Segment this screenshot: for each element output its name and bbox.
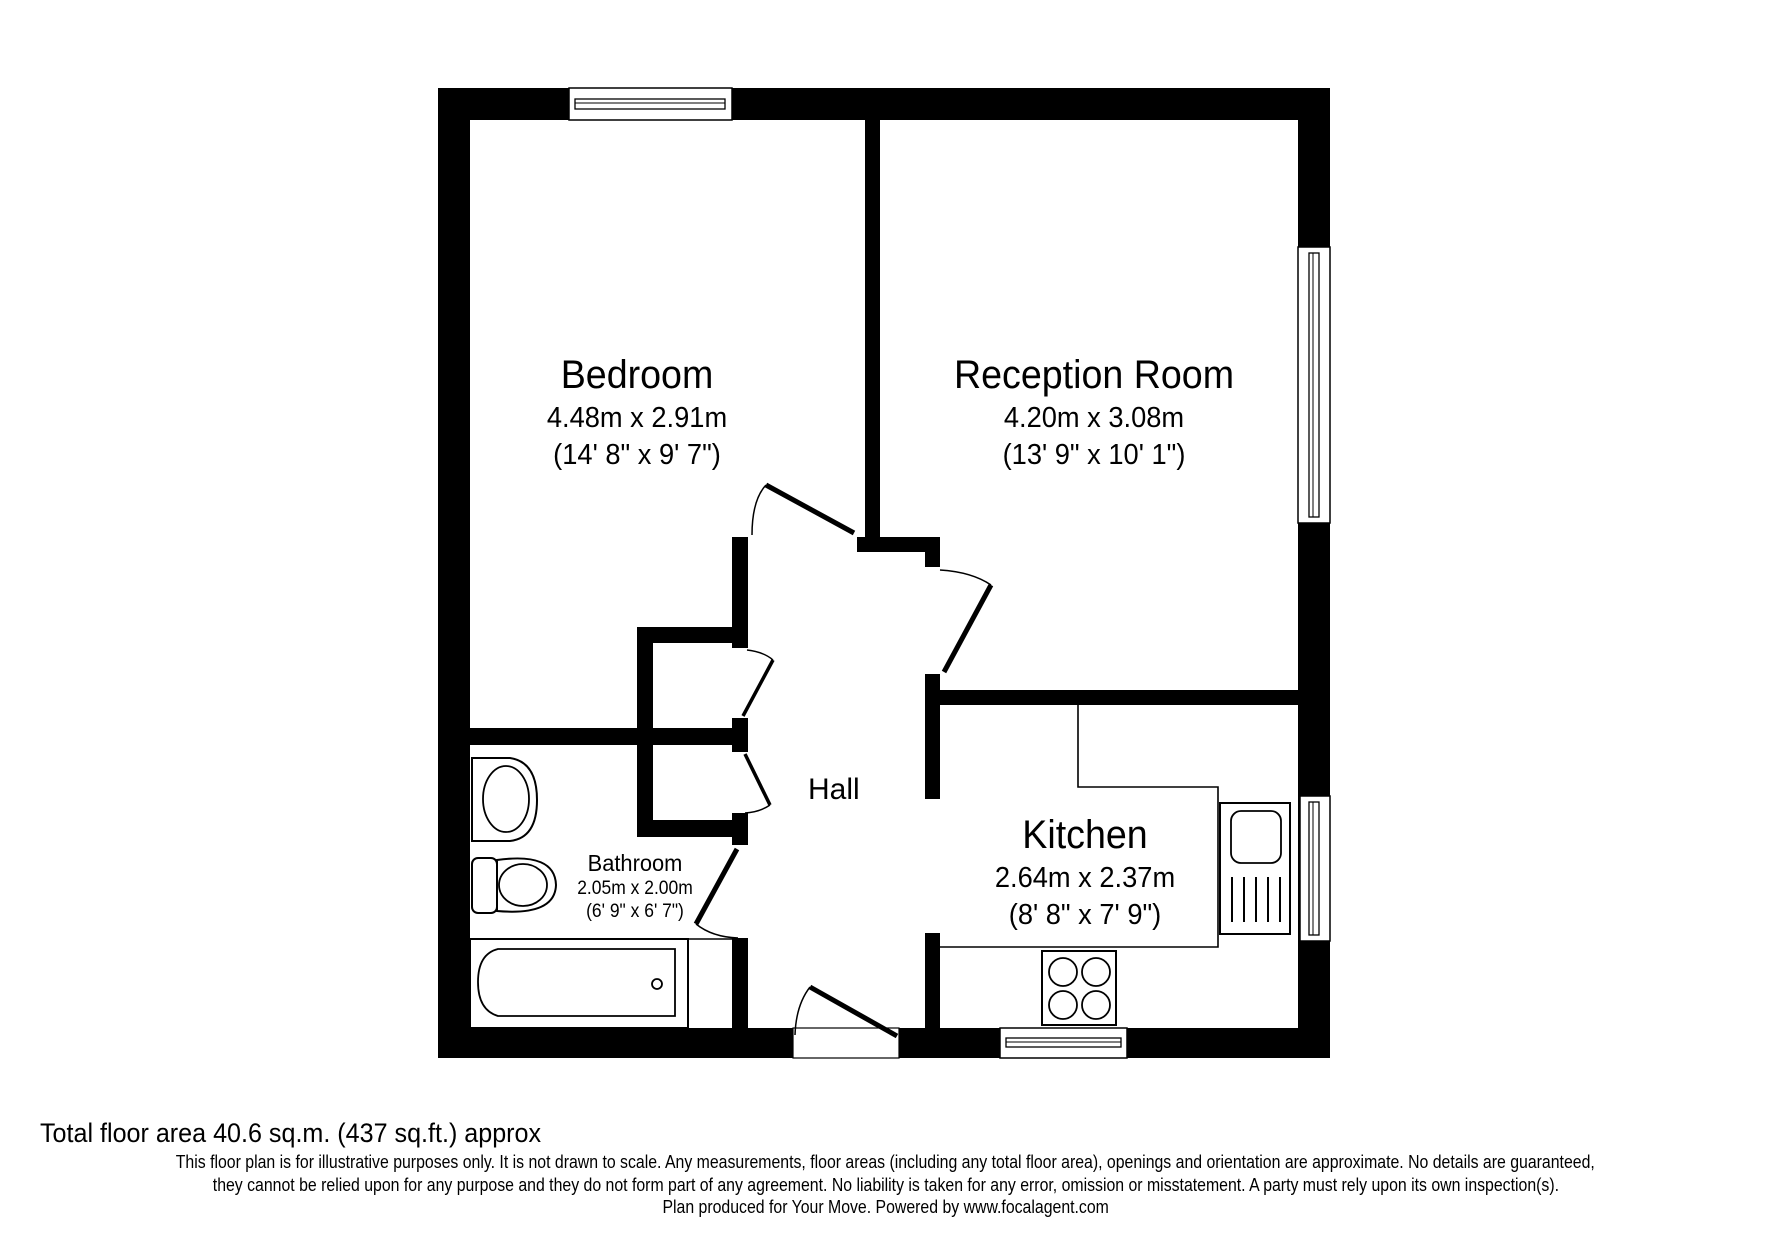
room-name: Bathroom — [587, 850, 683, 876]
room-label-kitchen: Kitchen 2.64m x 2.37m (8' 8" x 7' 9") — [989, 815, 1181, 930]
disclaimer-line-1: This floor plan is for illustrative purp… — [175, 1152, 1596, 1172]
room-dimensions-metric: 2.05m x 2.00m — [577, 878, 693, 899]
basin-icon — [471, 757, 539, 842]
room-name: Reception Room — [953, 353, 1235, 397]
bath-icon — [469, 938, 732, 1029]
room-dimensions-imperial: (6' 9" x 6' 7") — [586, 901, 684, 922]
window-kitchen-right — [1299, 795, 1331, 942]
room-label-bedroom: Bedroom 4.48m x 2.91m (14' 8" x 9' 7") — [541, 355, 733, 470]
door-bedroom — [751, 482, 856, 536]
disclaimer-line-3: Plan produced for Your Move. Powered by … — [662, 1197, 1109, 1217]
room-label-bathroom: Bathroom 2.05m x 2.00m (6' 9" x 6' 7") — [572, 850, 698, 922]
window-kitchen-bottom — [999, 1027, 1128, 1059]
sink-icon — [1219, 802, 1291, 935]
window-bedroom-top — [568, 87, 733, 121]
room-label-reception: Reception Room 4.20m x 3.08m (13' 9" x 1… — [945, 355, 1243, 470]
door-cupboard-upper — [741, 649, 775, 717]
room-name: Bedroom — [560, 353, 714, 397]
hob-icon — [1041, 950, 1117, 1026]
toilet-icon — [471, 857, 558, 914]
door-reception — [939, 569, 994, 674]
room-dimensions-metric: 2.64m x 2.37m — [994, 862, 1176, 894]
kitchen-counter-outline — [940, 705, 1219, 948]
window-reception-right — [1297, 246, 1331, 524]
room-dimensions-metric: 4.20m x 3.08m — [1003, 402, 1185, 434]
door-bathroom — [693, 847, 740, 939]
room-dimensions-metric: 4.48m x 2.91m — [546, 402, 728, 434]
disclaimer-line-2: they cannot be relied upon for any purpo… — [212, 1175, 1559, 1195]
floor-plan — [438, 87, 1331, 1059]
front-door-opening — [792, 1027, 900, 1059]
room-dimensions-imperial: (14' 8" x 9' 7") — [553, 439, 721, 471]
total-floor-area: Total floor area 40.6 sq.m. (437 sq.ft.)… — [40, 1118, 542, 1148]
room-label-hall: Hall — [808, 773, 860, 806]
room-name: Kitchen — [1022, 813, 1148, 857]
room-dimensions-imperial: (13' 9" x 10' 1") — [1002, 439, 1186, 471]
door-front — [794, 984, 899, 1039]
door-cupboard-lower — [743, 753, 772, 814]
internal-walls — [465, 110, 1300, 1033]
room-dimensions-imperial: (8' 8" x 7' 9") — [1008, 899, 1162, 931]
